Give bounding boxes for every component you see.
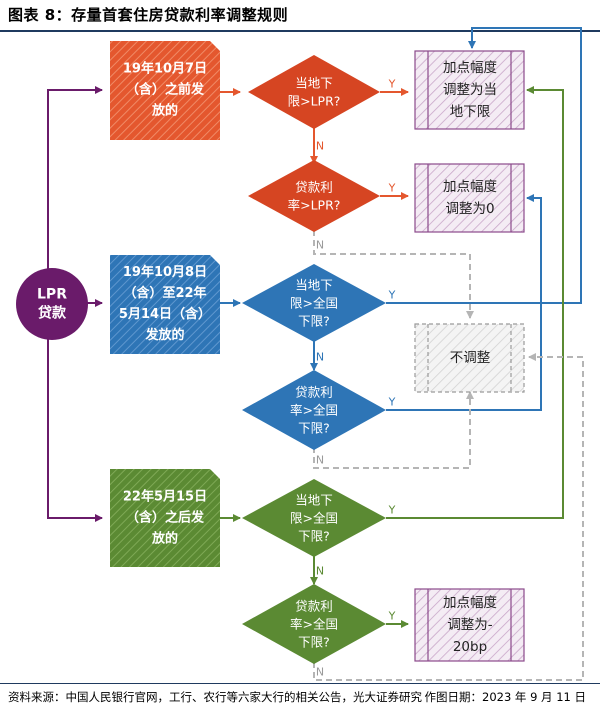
edge-label-yes-5: Y: [388, 289, 396, 302]
decision-3-line-2: 限>全国: [290, 296, 338, 311]
period-3-line-3: 放的: [151, 531, 178, 547]
decision-3-line-3: 下限?: [298, 314, 330, 329]
decision-3-line-1: 当地下: [295, 278, 333, 293]
outcome-2-line-1: 加点幅度: [443, 179, 497, 195]
outcome-1-line-2: 调整为当: [443, 82, 497, 98]
period-3-line-2: （含）之后发: [126, 510, 205, 526]
decision-6-line-2: 率>全国: [290, 617, 338, 632]
decision-6-line-1: 贷款利: [295, 599, 333, 614]
chart-date: 作图日期：2023 年 9 月 11 日: [424, 690, 587, 704]
outcome-box-adjust-to-local-floor: [414, 50, 525, 130]
period-2-line-3: 5月14日（含）: [119, 306, 211, 322]
footer-divider: [0, 683, 600, 684]
lpr-loan-line-1: LPR: [37, 287, 67, 303]
lpr-loan-label: LPR 贷款: [37, 287, 67, 322]
edge-d5-yes: [386, 86, 564, 519]
edge-label-yes-11: Y: [388, 610, 396, 623]
decision-loan-rate-gt-national-floor: [242, 370, 386, 450]
decision-5-line-2: 限>全国: [290, 511, 338, 526]
outcome-4-line-3: 20bp: [453, 639, 487, 655]
outcome-2-line-2: 调整为0: [445, 201, 494, 217]
decision-local-floor-gt-national-floor-2022: [242, 479, 386, 557]
edge-lpr-to-period3: [47, 336, 103, 522]
edge-label-no-4: N: [316, 239, 324, 252]
outcome-4-line-1: 加点幅度: [443, 595, 497, 611]
period-1-line-3: 放的: [151, 103, 178, 119]
edge-d3-yes: [386, 27, 582, 304]
period-1-line-1: 19年10月7日: [123, 61, 207, 77]
decision-2-line-1: 贷款利: [295, 180, 333, 195]
lpr-loan-node: [16, 268, 88, 340]
title-divider: [0, 30, 600, 32]
period-box-2019-10-08-to-2022-05-14: [110, 255, 220, 354]
edge-label-yes-3: Y: [388, 182, 396, 195]
period-1-line-2: （含）之前发: [126, 82, 205, 98]
period-box-after-2022-05-15: [110, 469, 220, 567]
decision-1-line-1: 当地下: [295, 76, 333, 91]
edge-label-no-6: N: [316, 351, 324, 364]
period-2-line-1: 19年10月8日: [123, 264, 207, 280]
period-2-line-4: 发放的: [144, 327, 184, 343]
decision-6-line-3: 下限?: [298, 635, 330, 650]
decision-1-line-2: 限>LPR?: [288, 94, 341, 109]
edge-label-yes-7: Y: [388, 396, 396, 409]
edge-label-no-10: N: [316, 565, 324, 578]
edge-lpr-to-period1: [47, 86, 103, 272]
edge-label-yes-9: Y: [388, 504, 396, 517]
edge-d2-no: [313, 230, 474, 319]
page-title: 图表 8：存量首套住房贷款利率调整规则: [8, 6, 289, 24]
edge-label-no-2: N: [316, 140, 324, 153]
decision-loan-rate-gt-national-floor-2022: [242, 584, 386, 664]
edge-d6-no: [313, 353, 584, 681]
outcome-1-line-3: 地下限: [450, 104, 491, 120]
outcome-box-no-adjustment: [414, 323, 525, 393]
outcome-box-adjust-to-minus-20bp: [414, 588, 525, 662]
period-3-line-1: 22年5月15日: [123, 489, 207, 505]
decision-2-line-2: 率>LPR?: [288, 198, 341, 213]
lpr-loan-line-2: 贷款: [38, 305, 67, 322]
edge-d4-no: [313, 391, 474, 469]
edge-label-yes-1: Y: [388, 78, 396, 91]
edge-label-no-8: N: [316, 454, 324, 467]
outcome-box-adjust-to-zero: [414, 163, 525, 233]
period-box-before-2019-10-07: [110, 41, 220, 140]
decision-loan-rate-gt-lpr: [248, 160, 380, 232]
period-label-2: 19年10月8日 （含）至22年 5月14日（含） 发放的: [119, 264, 211, 343]
outcome-3-line-1: 不调整: [450, 350, 491, 366]
decision-5-line-3: 下限?: [298, 529, 330, 544]
decision-4-line-2: 率>全国: [290, 403, 338, 418]
decision-local-floor-gt-lpr: [248, 55, 380, 129]
decision-4-line-1: 贷款利: [295, 385, 333, 400]
edge-label-no-12: N: [316, 666, 324, 679]
decision-4-line-3: 下限?: [298, 421, 330, 436]
outcome-1-line-1: 加点幅度: [443, 60, 497, 76]
edge-d4-yes: [386, 194, 542, 411]
decision-5-line-1: 当地下: [295, 493, 333, 508]
outcome-4-line-2: 调整为-: [447, 617, 492, 633]
period-2-line-2: （含）至22年: [123, 285, 206, 301]
source-note: 资料来源：中国人民银行官网，工行、农行等六家大行的相关公告，光大证券研究: [8, 690, 422, 704]
decision-local-floor-gt-national-floor: [242, 264, 386, 342]
